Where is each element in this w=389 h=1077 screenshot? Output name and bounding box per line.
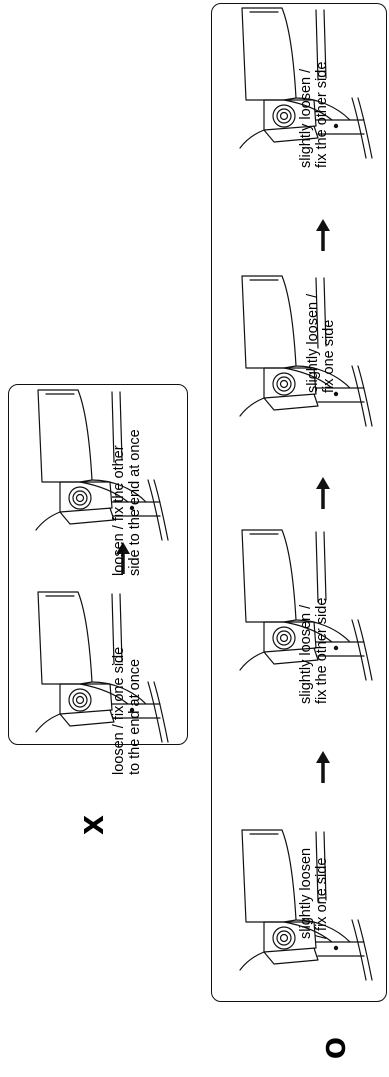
correct-step2-label: slightly loosen / fix the other side <box>298 597 330 704</box>
wrong-step2-label: loosen / fix the other side to the end a… <box>111 429 143 576</box>
correct-step1-label: slightly loosen / fix one side <box>298 847 330 939</box>
wrong-step1-label: loosen / fix one side to the end at once <box>111 646 143 775</box>
correct-step4-label: slightly loosen / fix the other side <box>298 61 330 168</box>
arrow-icon <box>314 749 332 785</box>
monitor-bracket-illustration <box>35 389 169 541</box>
monitor-bracket-illustration <box>35 591 169 743</box>
arrow-icon <box>314 475 332 511</box>
correct-step3-label: slightly loosen / fix one side <box>305 293 337 393</box>
correct-method-panel <box>211 3 387 1002</box>
wrong-method-panel <box>8 384 188 745</box>
arrow-icon <box>314 217 332 253</box>
